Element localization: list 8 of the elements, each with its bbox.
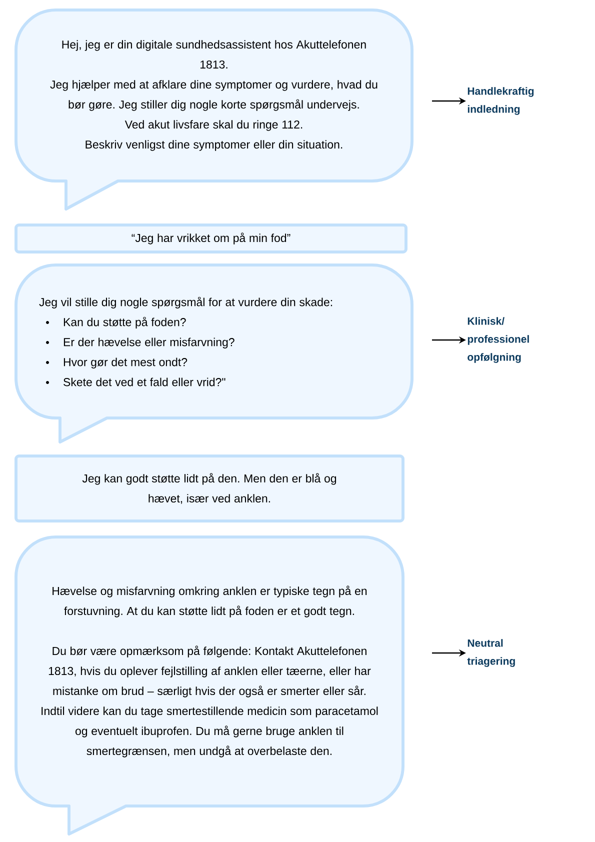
annotation-label: Handlekraftig indledning <box>468 87 534 115</box>
speech-bubble: Hævelse og misfarvning omkring anklen er typiske tegn på en forstuvning. At du kan støtte lidt på foden er et godt tegn. Du bør være opmærksom på følgende: Kontakt Akuttelefonen 1813, hvis du oplever fejlstilling af anklen eller tæerne, eller har mistanke om brud – særligt hvis der også er smerter eller sår. Indtil videre kan du tage smertestillende medicin som paracetamol og eventuelt ibuprofen. Du må gerne bruge anklen til smertegrænsen, men undgå at overbelaste den. <box>14 536 404 836</box>
annotation-label: Klinisk/ professionel opfølgning <box>468 317 529 363</box>
speech-bubble: Hej, jeg er din digitale sundhedsassistent hos Akuttelefonen 1813. Jeg hjælper med at afklare dine symptomer og vurdere, hvad du bør gøre. Jeg stiller dig nogle korte spørgsmål undervejs. Ved akut livsfare skal du ringe 112. Beskriv venligst dine symptomer eller din situation. <box>14 8 414 210</box>
message-box: “Jeg har vrikket om på min fod” <box>14 224 408 254</box>
annotation-label: Neutral triagering <box>467 639 515 667</box>
message-box: Jeg kan godt støtte lidt på den. Men den er blå og hævet, især ved anklen. <box>14 454 404 522</box>
speech-bubble: Jeg vil stille dig nogle spørgsmål for at vurdere din skade: Kan du støtte på foden? Er der hævelse eller misfarvning? Hvor gør det mest ondt? Skete det ved et fald eller vrid?" <box>14 264 414 444</box>
